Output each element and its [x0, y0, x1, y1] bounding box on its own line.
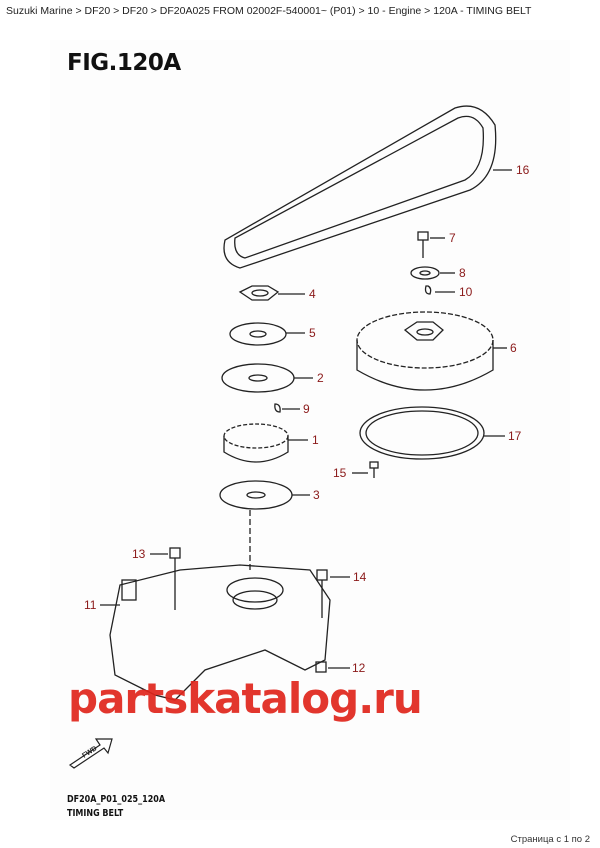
sprocket-1	[223, 423, 289, 449]
dowel-12	[315, 661, 327, 673]
callout-2: 2	[317, 371, 324, 385]
housing-11	[109, 564, 331, 701]
callout-1: 1	[312, 433, 319, 447]
washer-8	[410, 266, 440, 280]
callout-4: 4	[309, 287, 316, 301]
ring-17	[359, 406, 485, 460]
callout-3: 3	[313, 488, 320, 502]
callout-16: 16	[516, 163, 530, 177]
washer-3	[219, 480, 293, 510]
bolt-7	[417, 231, 429, 241]
fwd-arrow: FWD	[68, 738, 113, 769]
key-9	[274, 403, 281, 413]
timing-belt	[223, 105, 497, 269]
callout-17: 17	[508, 429, 522, 443]
figure-title: FIG.120A	[67, 50, 181, 76]
callout-13: 13	[132, 547, 146, 561]
nut-4	[238, 285, 280, 301]
callout-6: 6	[510, 341, 517, 355]
figure-name: TIMING BELT	[67, 808, 124, 819]
screw-15	[369, 461, 379, 469]
callout-15: 15	[333, 466, 347, 480]
callout-12: 12	[352, 661, 366, 675]
plate-5	[229, 322, 287, 346]
callout-10: 10	[459, 285, 473, 299]
bolt-14	[316, 569, 328, 581]
pagination: Страница с 1 по 2	[510, 834, 590, 845]
watermark: partskatalog.ru	[68, 674, 423, 723]
figure-code: DF20A_P01_025_120A	[67, 794, 166, 805]
callout-14: 14	[353, 570, 367, 584]
callout-9: 9	[303, 402, 310, 416]
callout-11: 11	[84, 598, 97, 612]
callout-7: 7	[449, 231, 456, 245]
callout-8: 8	[459, 266, 466, 280]
breadcrumb[interactable]: Suzuki Marine > DF20 > DF20 > DF20A025 F…	[6, 5, 532, 17]
callout-5: 5	[309, 326, 316, 340]
bolt-13	[169, 547, 181, 559]
washer-2	[221, 363, 295, 393]
key-10	[424, 285, 432, 295]
